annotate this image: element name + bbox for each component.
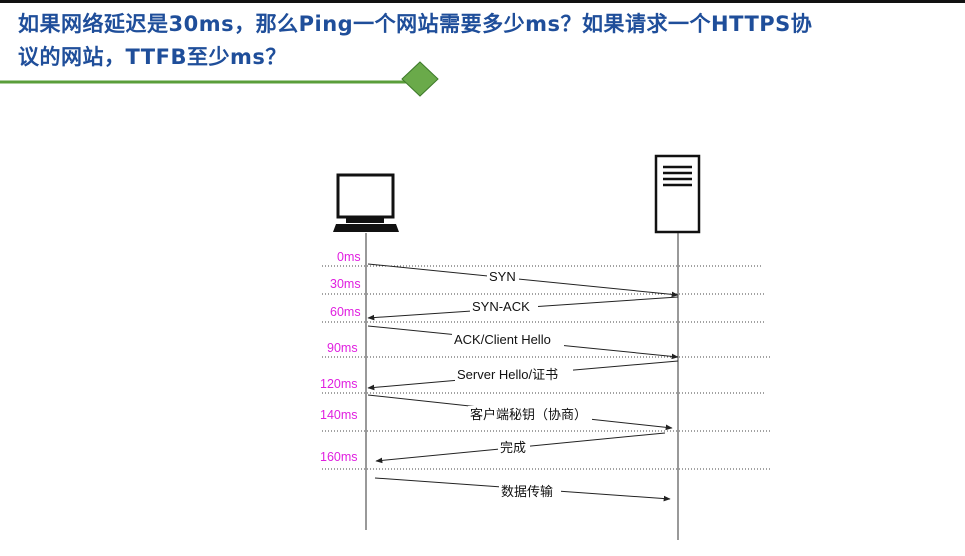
title-underline <box>0 61 439 97</box>
message-label: 完成 <box>500 440 526 455</box>
time-gridlines <box>322 265 772 470</box>
title-line-1: 如果网络延迟是30ms，那么Ping一个网站需要多少ms？如果请求一个HTTPS… <box>18 12 813 36</box>
message-label: 数据传输 <box>501 484 553 499</box>
arrow-syn <box>367 263 679 298</box>
time-label: 90ms <box>327 341 358 355</box>
time-label: 30ms <box>330 277 361 291</box>
time-label: 0ms <box>337 250 361 264</box>
slide-title: 如果网络延迟是30ms，那么Ping一个网站需要多少ms？如果请求一个HTTPS… <box>18 8 958 74</box>
time-labels: 0ms 30ms 60ms 90ms 120ms 140ms 160ms <box>320 250 361 464</box>
message-label: SYN <box>489 269 516 284</box>
title-line-2: 议的网站，TTFB至少ms？ <box>18 45 287 69</box>
server-icon <box>654 154 701 234</box>
message-label: 客户端秘钥（协商） <box>470 407 587 422</box>
diamond-decoration <box>401 61 439 97</box>
message-label: SYN-ACK <box>472 299 530 314</box>
message-label: ACK/Client Hello <box>454 332 551 347</box>
time-label: 140ms <box>320 408 358 422</box>
time-label: 160ms <box>320 450 358 464</box>
time-label: 60ms <box>330 305 361 319</box>
time-label: 120ms <box>320 377 358 391</box>
computer-icon <box>333 173 399 232</box>
message-label: Server Hello/证书 <box>457 367 558 382</box>
top-border <box>0 0 965 3</box>
